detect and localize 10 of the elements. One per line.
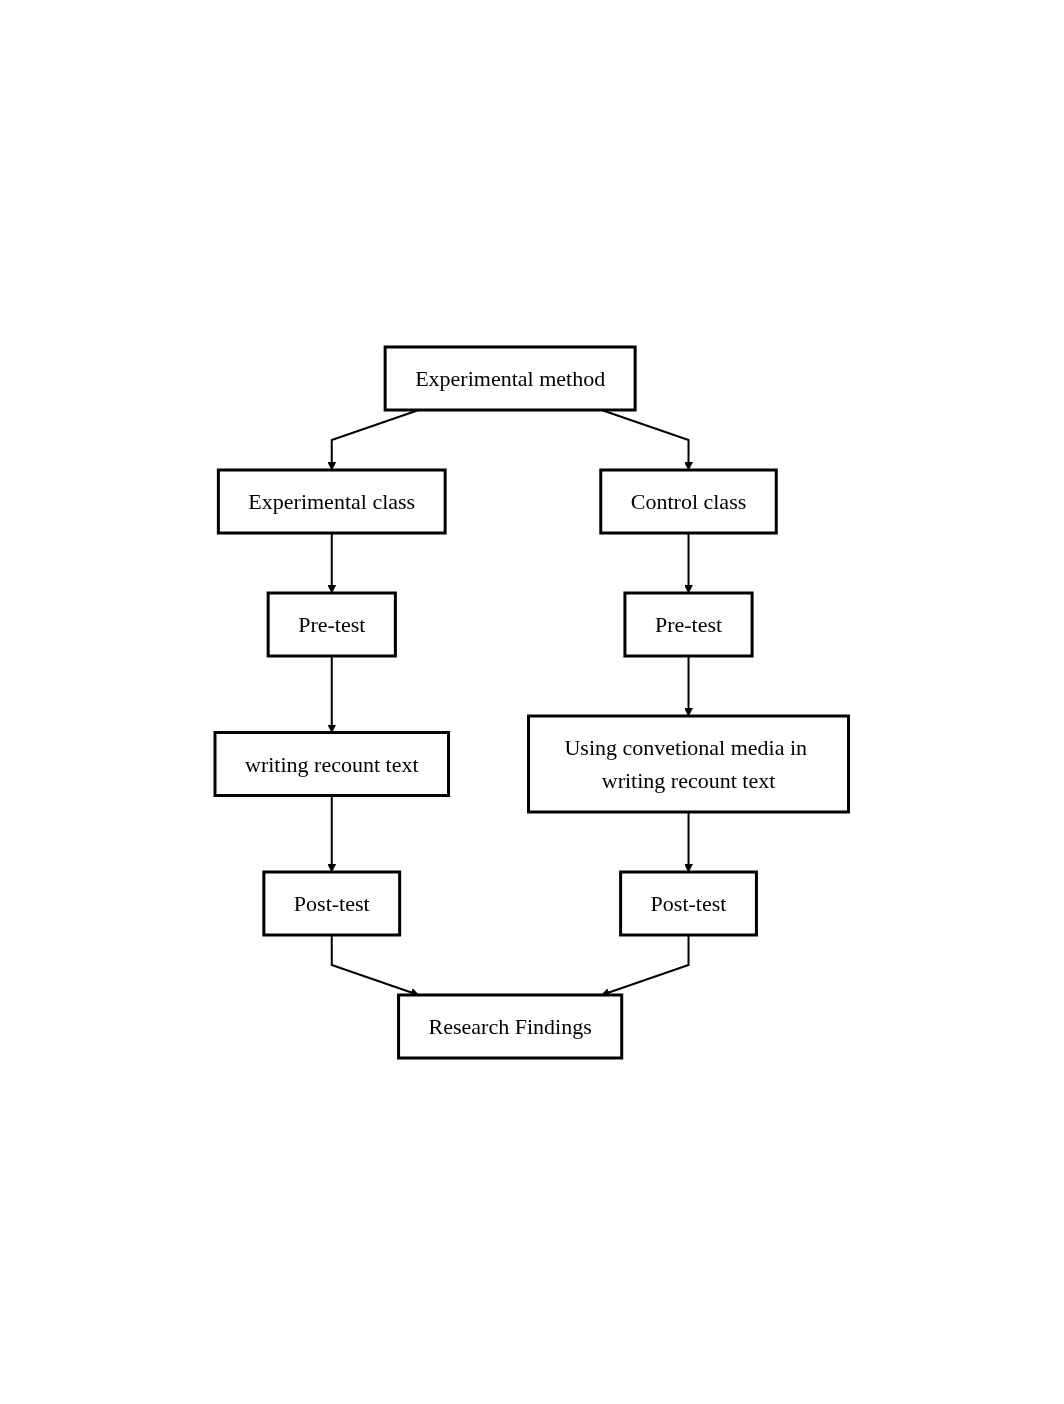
node-box: Pre-test [266, 591, 398, 657]
node-box: Post-test [262, 870, 402, 936]
node-box: Post-test [619, 870, 759, 936]
node-box: writing recount text [213, 730, 451, 797]
node-box: Research Findings [397, 993, 624, 1059]
node-box: Pre-test [623, 591, 754, 657]
node-box: Control class [599, 468, 778, 534]
node-box: Using convetional media in writing recount text [527, 714, 851, 813]
node-box: Experimental class [217, 468, 447, 534]
node-box: Experimental method [383, 345, 637, 411]
